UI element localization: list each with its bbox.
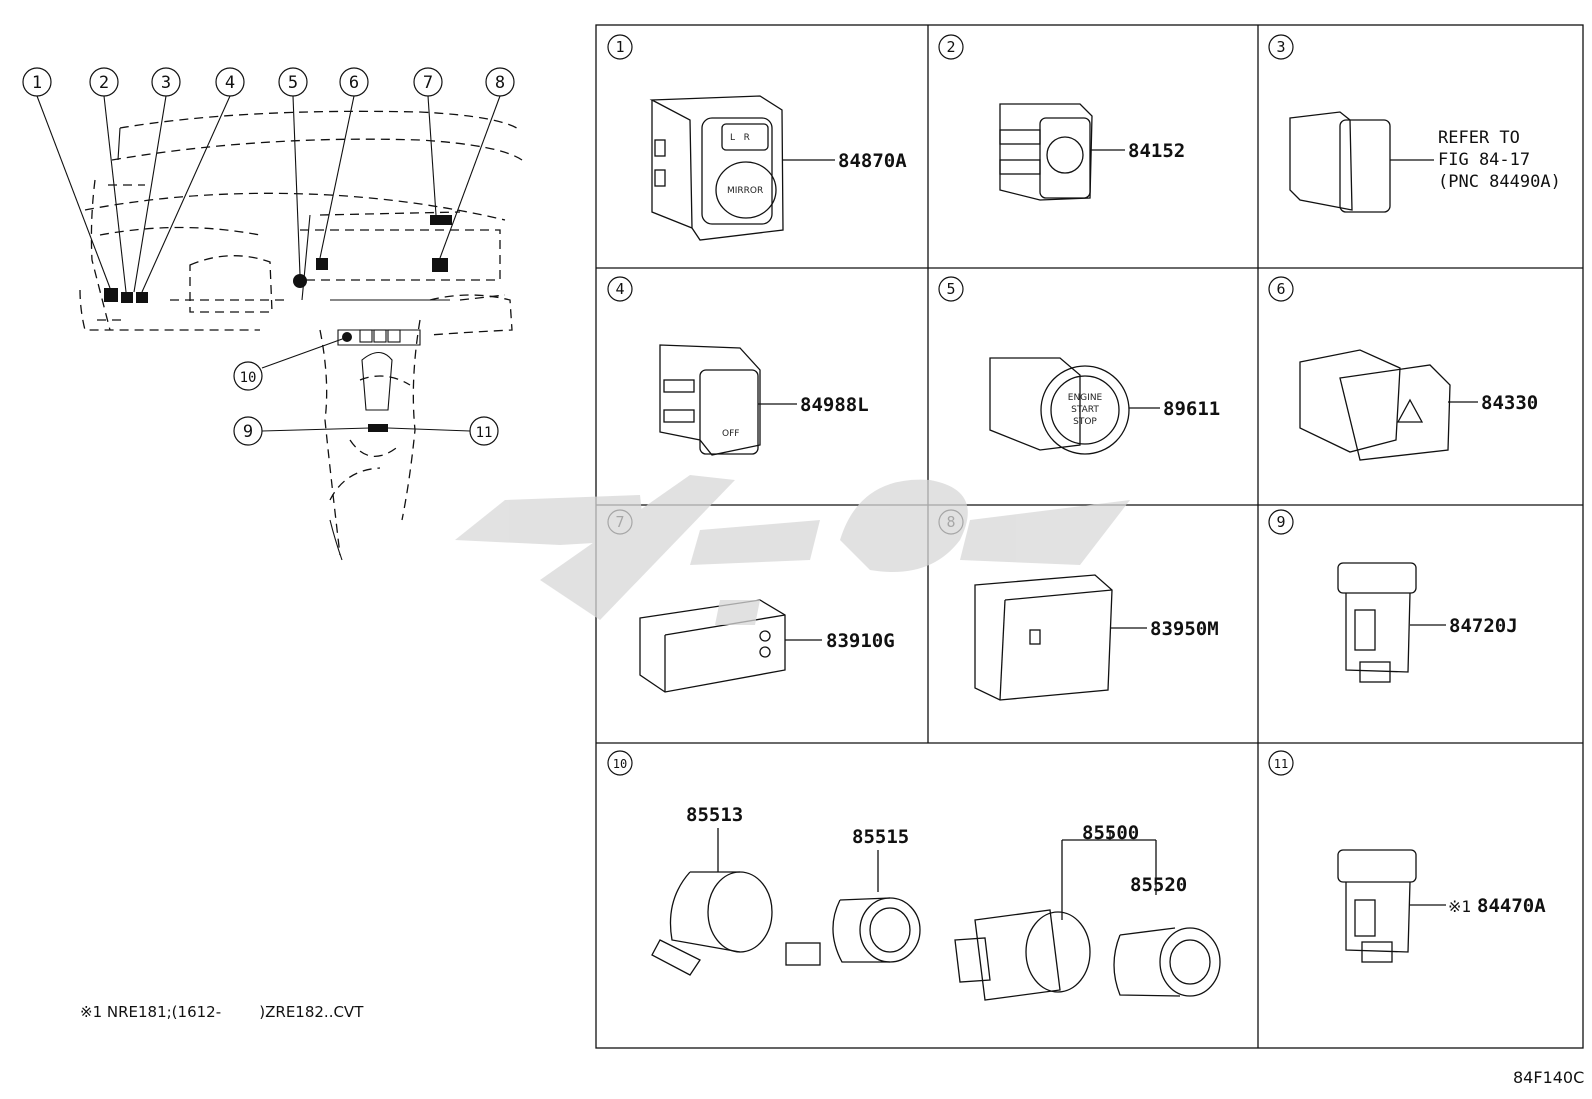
watermark-logo xyxy=(455,475,1130,625)
part-85515: 85515 xyxy=(852,826,909,848)
switch-84152-drawing xyxy=(999,103,1125,201)
part-84870A: 84870A xyxy=(838,150,907,172)
cell-1-number: 1 xyxy=(615,38,624,56)
ref-line-2: FIG 84-17 xyxy=(1438,150,1530,170)
part-83910G: 83910G xyxy=(826,630,895,652)
part-84152: 84152 xyxy=(1128,140,1185,162)
part-85513: 85513 xyxy=(686,804,743,826)
callout-7: 7 xyxy=(423,73,433,93)
start-stop-line-1: ENGINE xyxy=(1068,393,1103,403)
mirror-switch-label: MIRROR xyxy=(727,186,763,196)
part-84720J: 84720J xyxy=(1449,615,1518,637)
figure-code: 84F140C xyxy=(1513,1068,1584,1087)
switch-3-drawing xyxy=(1289,111,1434,213)
switch-84988L-drawing xyxy=(659,344,797,456)
part-84988L: 84988L xyxy=(800,394,869,416)
part-83950M: 83950M xyxy=(1150,618,1219,640)
mirror-switch-lr: L R xyxy=(730,133,750,143)
cell-11-number: 11 xyxy=(1274,757,1288,771)
switch-83950M-drawing xyxy=(974,574,1147,701)
cell-3-number: 3 xyxy=(1276,38,1285,56)
ref-line-1: REFER TO xyxy=(1438,128,1520,148)
dashboard-overview xyxy=(22,67,523,561)
part-85520: 85520 xyxy=(1130,874,1187,896)
mirror-switch-drawing xyxy=(649,95,835,241)
cell-6-number: 6 xyxy=(1276,280,1285,298)
callout-2: 2 xyxy=(99,73,109,93)
callout-1: 1 xyxy=(32,73,42,93)
overview-callout-labels: 1 2 3 4 5 6 7 8 10 9 11 xyxy=(32,73,505,442)
part-84330: 84330 xyxy=(1481,392,1538,414)
hazard-switch-drawing xyxy=(1299,349,1478,461)
callout-6: 6 xyxy=(349,73,359,93)
callout-8: 8 xyxy=(495,73,505,93)
start-stop-switch-drawing xyxy=(989,357,1160,455)
cell-4-number: 4 xyxy=(615,280,624,298)
switch-84988L-off: OFF xyxy=(722,429,739,439)
cell-10-number: 10 xyxy=(613,757,627,771)
part-89611: 89611 xyxy=(1163,398,1220,420)
cell-9-number: 9 xyxy=(1276,513,1285,531)
socket-parts-drawing xyxy=(651,828,1221,1001)
footnote: ※1 NRE181;(1612- )ZRE182..CVT xyxy=(80,1003,364,1021)
callout-5: 5 xyxy=(288,73,298,93)
callout-4: 4 xyxy=(225,73,235,93)
part-85500: 85500 xyxy=(1082,822,1139,844)
callout-9: 9 xyxy=(243,422,253,442)
cell-2-number: 2 xyxy=(946,38,955,56)
switch-84720J-drawing xyxy=(1337,562,1446,683)
part-84470A-mark: ※1 xyxy=(1448,897,1471,916)
start-stop-line-2: START xyxy=(1071,405,1099,415)
switch-84470A-drawing xyxy=(1337,849,1446,963)
ref-line-3: (PNC 84490A) xyxy=(1438,172,1561,192)
part-84470A: 84470A xyxy=(1477,895,1546,917)
parts-grid xyxy=(595,24,1584,1049)
callout-3: 3 xyxy=(161,73,171,93)
callout-11: 11 xyxy=(476,425,493,441)
callout-10: 10 xyxy=(240,370,257,386)
cell-5-number: 5 xyxy=(946,280,955,298)
start-stop-line-3: STOP xyxy=(1073,417,1097,427)
